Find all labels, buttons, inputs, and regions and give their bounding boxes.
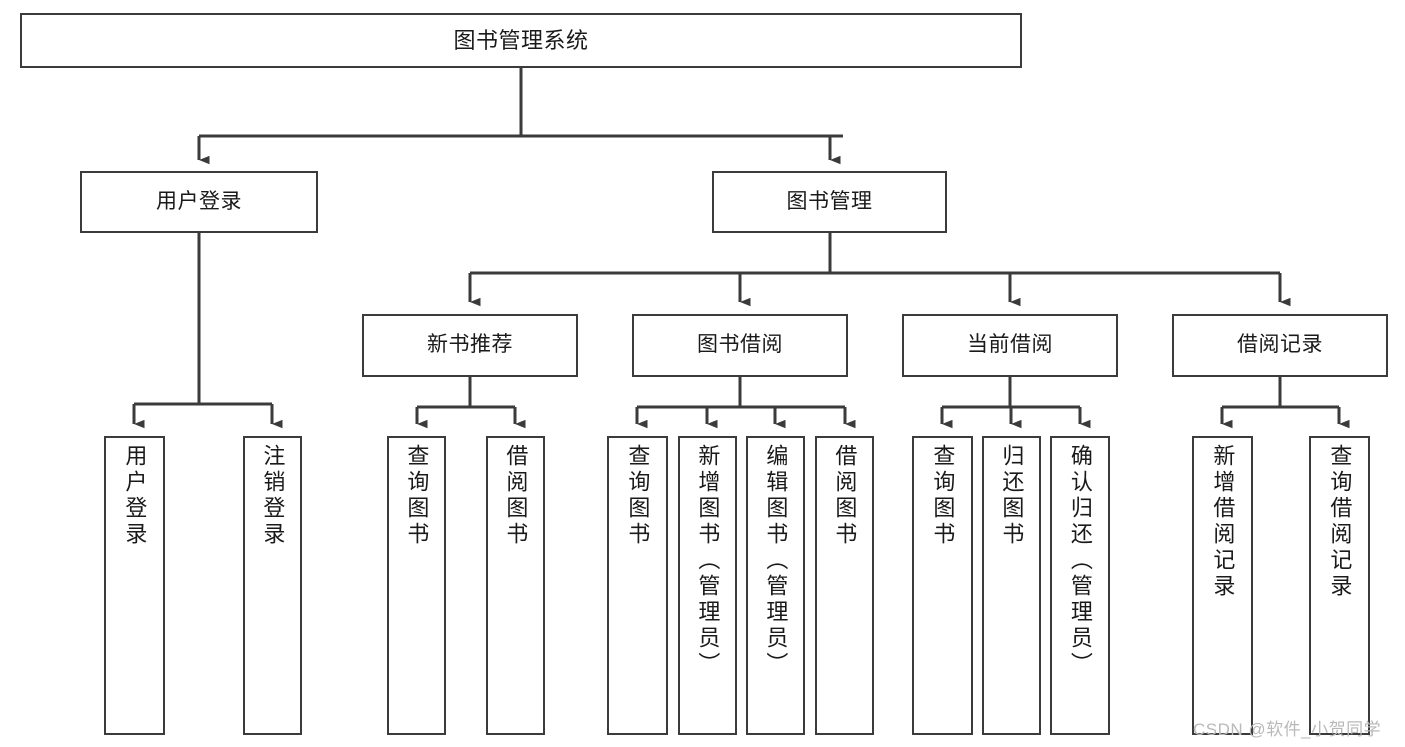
node-leaf-add-book[interactable]: 新增图书（管理员） <box>678 436 737 735</box>
node-label-user-login: 用户登录 <box>156 189 242 213</box>
node-leaf-borrow-book[interactable]: 借阅图书 <box>815 436 874 735</box>
node-label-leaf-add-borrow-record: 新增借阅记录 <box>1210 444 1236 600</box>
node-label-leaf-edit-book: 编辑图书（管理员） <box>763 444 789 678</box>
node-label-book-borrow: 图书借阅 <box>697 333 783 357</box>
node-leaf-add-borrow-record[interactable]: 新增借阅记录 <box>1192 436 1253 735</box>
node-label-leaf-add-book: 新增图书（管理员） <box>695 444 721 678</box>
node-new-book-recommend[interactable]: 新书推荐 <box>362 314 578 377</box>
node-book-manage[interactable]: 图书管理 <box>712 171 947 233</box>
node-user-login[interactable]: 用户登录 <box>80 171 318 233</box>
node-leaf-user-logout[interactable]: 注销登录 <box>243 436 302 735</box>
node-borrow-record[interactable]: 借阅记录 <box>1172 314 1388 377</box>
node-label-leaf-query-book-borrow: 查询图书 <box>625 444 651 548</box>
node-label-leaf-borrow-book: 借阅图书 <box>832 444 858 548</box>
node-leaf-borrow-book-recommend[interactable]: 借阅图书 <box>486 436 545 735</box>
node-root-system[interactable]: 图书管理系统 <box>20 13 1022 68</box>
node-label-leaf-borrow-book-recommend: 借阅图书 <box>503 444 529 548</box>
node-label-book-manage: 图书管理 <box>786 189 873 213</box>
node-label-leaf-return-book: 归还图书 <box>999 444 1025 548</box>
node-label-leaf-confirm-return: 确认归还（管理员） <box>1067 444 1093 678</box>
node-leaf-confirm-return[interactable]: 确认归还（管理员） <box>1050 436 1110 735</box>
node-label-current-borrow: 当前借阅 <box>967 333 1053 357</box>
node-label-leaf-query-book-current: 查询图书 <box>930 444 956 548</box>
node-leaf-user-login[interactable]: 用户登录 <box>104 436 165 735</box>
node-leaf-query-borrow-record[interactable]: 查询借阅记录 <box>1309 436 1370 735</box>
node-current-borrow[interactable]: 当前借阅 <box>902 314 1118 377</box>
node-label-leaf-query-book-recommend: 查询图书 <box>404 444 430 548</box>
node-leaf-query-book-current[interactable]: 查询图书 <box>912 436 973 735</box>
node-leaf-edit-book[interactable]: 编辑图书（管理员） <box>746 436 805 735</box>
node-label-borrow-record: 借阅记录 <box>1237 333 1323 357</box>
node-label-root: 图书管理系统 <box>453 27 589 53</box>
node-leaf-query-book-borrow[interactable]: 查询图书 <box>607 436 668 735</box>
node-leaf-query-book-recommend[interactable]: 查询图书 <box>387 436 446 735</box>
node-leaf-return-book[interactable]: 归还图书 <box>982 436 1041 735</box>
node-label-new-book-recommend: 新书推荐 <box>427 333 513 357</box>
node-label-leaf-query-borrow-record: 查询借阅记录 <box>1327 444 1353 600</box>
node-label-leaf-user-login: 用户登录 <box>122 444 148 548</box>
node-label-leaf-user-logout: 注销登录 <box>260 444 286 548</box>
node-book-borrow[interactable]: 图书借阅 <box>632 314 848 377</box>
